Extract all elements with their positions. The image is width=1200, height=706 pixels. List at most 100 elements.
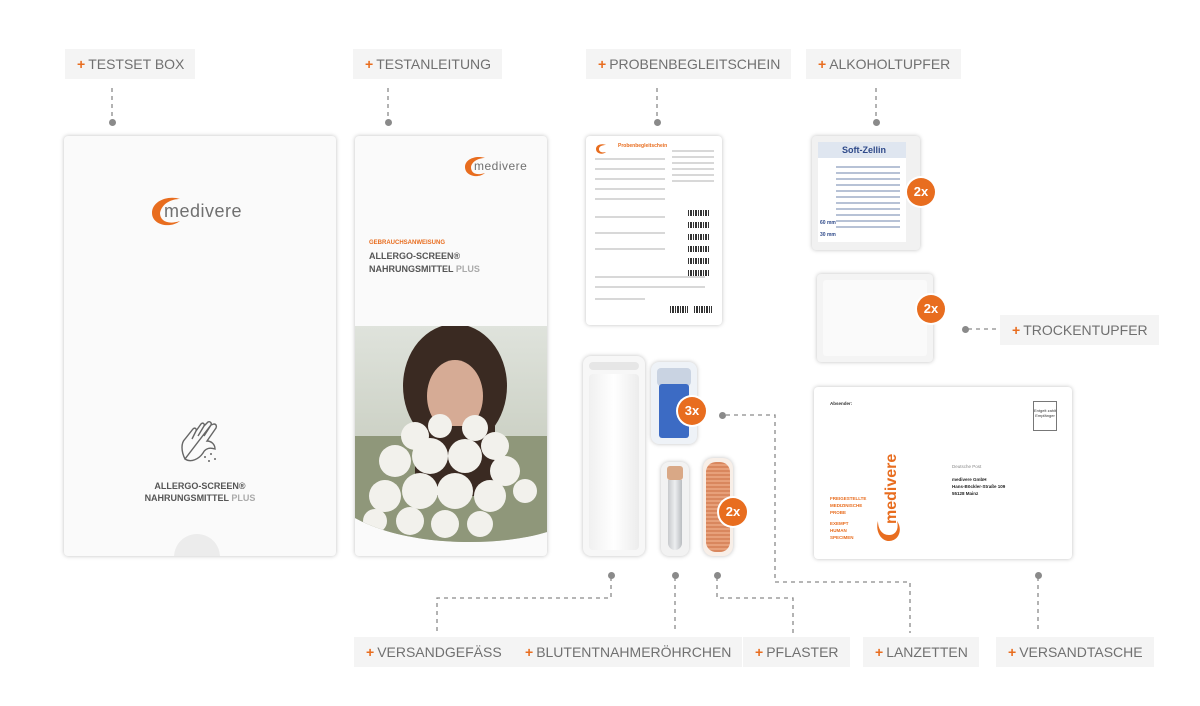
- connector-dot: [873, 119, 880, 126]
- versandtasche-envelope: Absender: Entgelt zahlt Empfänger Deutsc…: [814, 387, 1072, 559]
- recipient-label: Deutsche Post: [952, 464, 982, 469]
- connector-dot: [654, 119, 661, 126]
- side-text-3: PROBE: [830, 510, 847, 515]
- connector-dot: [608, 572, 615, 579]
- swab-text-line: [836, 220, 900, 222]
- form-field-line: [595, 286, 705, 288]
- plus-icon: +: [818, 56, 827, 72]
- plus-icon: +: [598, 56, 607, 72]
- lancet-top: [657, 368, 691, 386]
- connector-dot: [1035, 572, 1042, 579]
- label-alkoholtupfer: +ALKOHOLTUPFER: [806, 49, 962, 79]
- form-barcode: [688, 210, 710, 216]
- swab-text-line: [836, 178, 900, 180]
- form-barcode: [694, 306, 712, 313]
- swab-size-a: 60 mm: [820, 220, 836, 226]
- label-text: ALKOHOLTUPFER: [829, 56, 951, 72]
- connector-pflaster: [716, 577, 794, 633]
- quantity-badge-trockentupfer: 2x: [917, 295, 945, 323]
- plus-icon: +: [77, 56, 86, 72]
- form-field-line: [672, 180, 714, 182]
- plus-icon: +: [525, 644, 534, 660]
- probenbegleitschein-form: Probenbegleitschein: [586, 136, 722, 325]
- form-field-line: [595, 232, 665, 234]
- form-field-line: [595, 276, 705, 278]
- envelope-sender-label: Absender:: [830, 401, 853, 406]
- label-pflaster: +PFLASTER: [743, 637, 850, 667]
- label-testset-box: +TESTSET BOX: [65, 49, 196, 79]
- label-testanleitung: +TESTANLEITUNG: [353, 49, 503, 79]
- blutentnahmeroehrchen: [661, 462, 689, 556]
- form-field-line: [672, 162, 714, 164]
- brand-logo: medivere: [146, 191, 256, 231]
- swab-text-line: [836, 196, 900, 198]
- label-text: TESTANLEITUNG: [376, 56, 492, 72]
- box-title-line2-main: NAHRUNGSMITTEL: [144, 493, 229, 503]
- envelope-stamp-box: Entgelt zahlt Empfänger: [1033, 401, 1057, 431]
- swab-text-line: [836, 202, 900, 204]
- form-barcode: [688, 222, 710, 228]
- form-field-line: [672, 156, 714, 158]
- box-title-line2-suffix: PLUS: [231, 493, 256, 503]
- plus-icon: +: [1008, 644, 1017, 660]
- form-field-line: [672, 174, 714, 176]
- plus-icon: +: [1012, 322, 1021, 338]
- side-text-4: EXEMPT: [830, 521, 849, 526]
- envelope-stamp-text: Entgelt zahlt Empfänger: [1034, 408, 1057, 418]
- side-text-6: SPECIMEN: [830, 535, 854, 540]
- form-field-line: [672, 168, 714, 170]
- logo-swoosh-icon: [152, 197, 180, 226]
- form-field-line: [595, 216, 665, 218]
- swab-text-line: [836, 208, 900, 210]
- box-title-line1: ALLERGO-SCREEN®: [154, 481, 246, 491]
- brand-logo: medivere: [461, 152, 541, 182]
- plus-icon: +: [365, 56, 374, 72]
- label-text: LANZETTEN: [886, 644, 968, 660]
- logo-swoosh-icon: [596, 144, 606, 154]
- swab-text-line: [836, 184, 900, 186]
- logo-swoosh-icon: [877, 521, 900, 541]
- label-text: PROBENBEGLEITSCHEIN: [609, 56, 781, 72]
- form-barcode: [688, 258, 710, 264]
- tube-cap: [667, 466, 683, 480]
- woman-with-flowers-photo: [355, 326, 547, 543]
- side-text-5: HUMAN: [830, 528, 847, 533]
- label-text: VERSANDTASCHE: [1019, 644, 1143, 660]
- label-text: BLUTENTNAHMERÖHRCHEN: [536, 644, 732, 660]
- recipient-line3: 55128 Mainz: [952, 491, 979, 496]
- label-blutentnahmeroehrchen: +BLUTENTNAHMERÖHRCHEN: [513, 637, 743, 667]
- swab-brand: Soft-Zellin: [842, 145, 886, 155]
- box-product-title: ALLERGO-SCREEN® NAHRUNGSMITTEL PLUS: [64, 480, 336, 504]
- trockentupfer-inner: [823, 280, 927, 356]
- swab-label: Soft-Zellin 60 mm 30 mm: [818, 142, 906, 242]
- label-versandtasche: +VERSANDTASCHE: [996, 637, 1154, 667]
- recipient-line2: Hans-Böckler-Straße 109: [952, 484, 1006, 489]
- recipient-line1: medivere GmbH: [952, 477, 987, 482]
- box-title-line2: NAHRUNGSMITTEL PLUS: [64, 492, 336, 504]
- envelope-logo-text: medivere: [883, 453, 900, 524]
- connector-dot: [672, 572, 679, 579]
- logo-swoosh-icon: [465, 157, 485, 177]
- label-trockentupfer: +TROCKENTUPFER: [1000, 315, 1159, 345]
- logo-text: medivere: [164, 201, 243, 221]
- envelope-logo: medivere: [868, 453, 908, 543]
- connector-dot: [719, 412, 726, 419]
- swab-text-line: [836, 166, 900, 168]
- versandgefaess-tube: [583, 356, 645, 556]
- label-versandgefaess: +VERSANDGEFÄSS: [354, 637, 513, 667]
- container-cap: [589, 362, 639, 370]
- envelope-recipient: Deutsche Post medivere GmbH Hans-Böckler…: [952, 463, 1005, 497]
- testset-box: medivere ALLERGO-SCREEN® NAHRUNGSMITTEL …: [64, 136, 336, 556]
- connector-versandgefaess: [436, 577, 612, 633]
- form-field-line: [595, 158, 665, 160]
- manual-title-line2-suffix: PLUS: [455, 264, 480, 274]
- side-text-1: FREIGESTELLTE: [830, 496, 867, 501]
- manual-title: ALLERGO-SCREEN® NAHRUNGSMITTEL PLUS: [369, 250, 480, 276]
- label-text: TROCKENTUPFER: [1023, 322, 1148, 338]
- side-text-2: MEDIZINISCHE: [830, 503, 863, 508]
- tube-body: [668, 480, 682, 550]
- form-field-line: [595, 168, 665, 170]
- form-barcode: [688, 270, 710, 276]
- form-barcode: [688, 246, 710, 252]
- envelope-biohazard-text: FREIGESTELLTE MEDIZINISCHE PROBE EXEMPT …: [830, 495, 866, 541]
